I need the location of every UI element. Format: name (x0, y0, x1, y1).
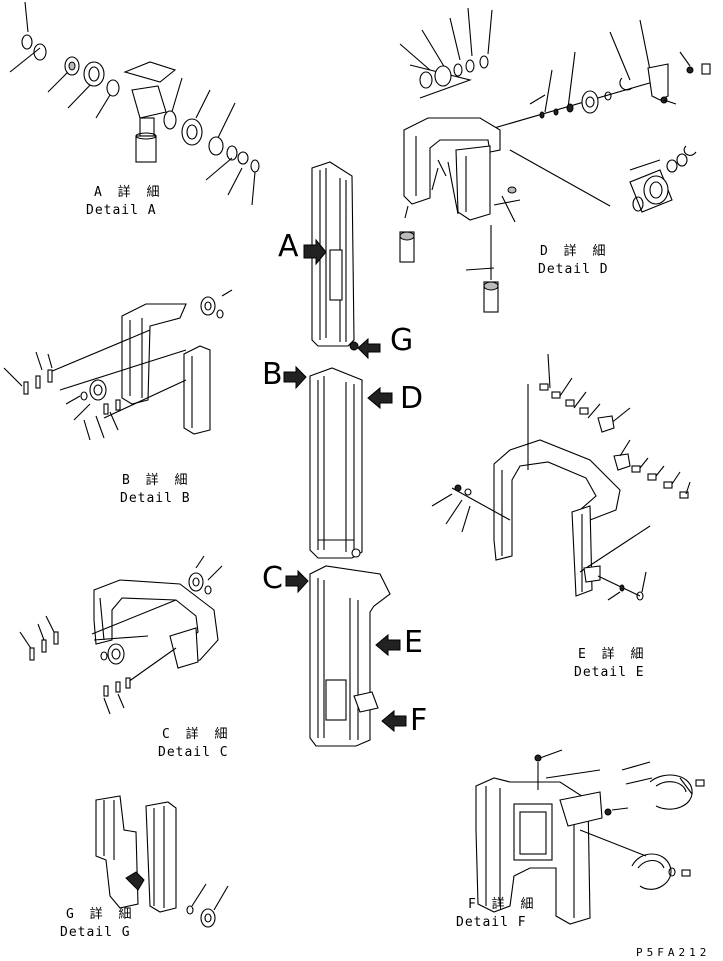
detail-d-label-en: Detail D (538, 262, 609, 277)
callout-g: G (390, 323, 413, 358)
detail-f-label-ja: F 詳 細 (468, 896, 537, 912)
callout-c: C (262, 561, 283, 596)
detail-e-drawing (431, 353, 691, 601)
detail-b-label-ja: B 詳 細 (122, 472, 191, 488)
callout-d: D (400, 381, 423, 416)
drawing-code: P5FA212 (636, 946, 710, 959)
mast-upper-section (303, 161, 381, 360)
callout-b: B (262, 357, 283, 392)
detail-a-drawing (9, 1, 260, 206)
detail-f-drawing (475, 749, 705, 925)
callout-e: E (404, 625, 423, 660)
callout-a: A (278, 229, 299, 264)
detail-g-label-ja: G 詳 細 (66, 906, 135, 922)
detail-a-label-ja: A 詳 細 (94, 184, 163, 200)
detail-e-label-en: Detail E (574, 665, 645, 680)
detail-e-label-ja: E 詳 細 (578, 646, 647, 662)
mast-lower-section (285, 565, 407, 747)
detail-b-label-en: Detail B (120, 491, 191, 506)
mast-middle-section (283, 365, 393, 559)
detail-g-drawing (95, 795, 229, 928)
callout-f: F (410, 703, 427, 738)
detail-d-label-ja: D 詳 細 (540, 243, 609, 259)
detail-b-drawing (3, 289, 233, 441)
detail-c-label-ja: C 詳 細 (162, 726, 231, 742)
detail-d-drawing (399, 7, 711, 313)
detail-c-label-en: Detail C (158, 745, 229, 760)
detail-f-label-en: Detail F (456, 915, 527, 930)
detail-a-label-en: Detail A (86, 203, 157, 218)
detail-c-drawing (19, 555, 223, 715)
detail-g-label-en: Detail G (60, 925, 131, 940)
